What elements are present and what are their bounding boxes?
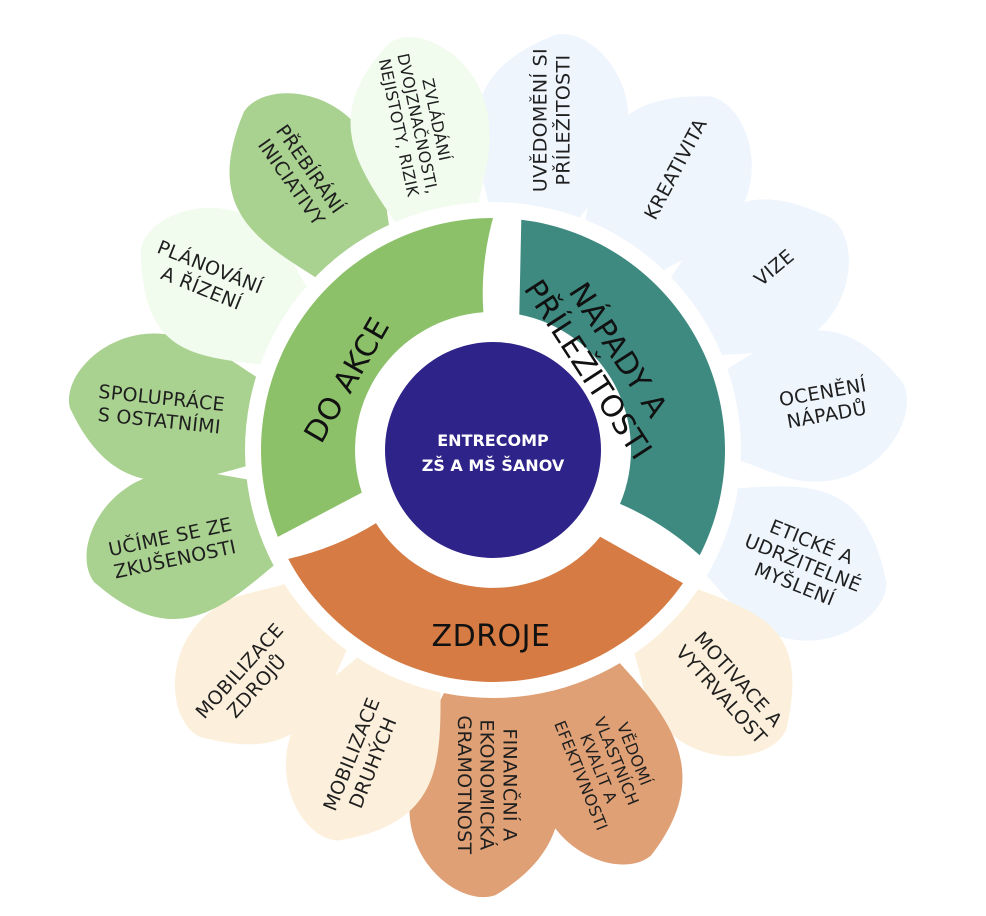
petal-uvedomeni — [476, 34, 629, 240]
area-action — [261, 218, 493, 537]
center-title: ENTRECOMP — [437, 431, 549, 450]
petal-label-line: FINANČNÍ A — [498, 728, 522, 841]
center-disc — [385, 342, 601, 558]
petal-label-line: UVĚDOMĚNÍ SI — [528, 48, 551, 192]
petal-label-financni: FINANČNÍ AEKONOMICKÁGRAMOTNOST — [453, 715, 523, 854]
petal-shape — [86, 470, 294, 620]
petal-vize — [657, 199, 849, 362]
area-label-resources: ZDROJE — [432, 619, 551, 654]
area-resources — [288, 523, 683, 682]
petal-ucime — [86, 470, 294, 620]
petal-shape — [476, 34, 629, 240]
petal-shape — [532, 644, 683, 865]
petal-label-uvedomeni: UVĚDOMĚNÍ SIPŘÍLEŽITOSTI — [528, 48, 574, 192]
petal-shape — [350, 37, 490, 244]
area-label-line: ZDROJE — [432, 619, 551, 654]
petal-label-line: EKONOMICKÁ — [476, 719, 499, 850]
area-ideas — [519, 219, 725, 556]
petal-vedomi — [532, 644, 683, 865]
petal-zvladani — [350, 37, 490, 244]
petal-shape — [686, 486, 887, 641]
petal-financni — [409, 669, 561, 897]
center-subtitle: ZŠ A MŠ ŠANOV — [422, 456, 565, 475]
petal-shape — [657, 199, 849, 362]
petal-label-line: PŘÍLEŽITOSTI — [551, 55, 574, 186]
petal-oceneni — [705, 330, 907, 482]
petal-label-line: GRAMOTNOST — [453, 715, 475, 854]
petal-shape — [705, 330, 907, 482]
petal-spoluprace — [68, 333, 280, 482]
petal-shape — [68, 333, 280, 482]
petals-layer — [68, 34, 907, 897]
petal-eticke — [686, 486, 887, 641]
petal-shape — [409, 669, 561, 897]
